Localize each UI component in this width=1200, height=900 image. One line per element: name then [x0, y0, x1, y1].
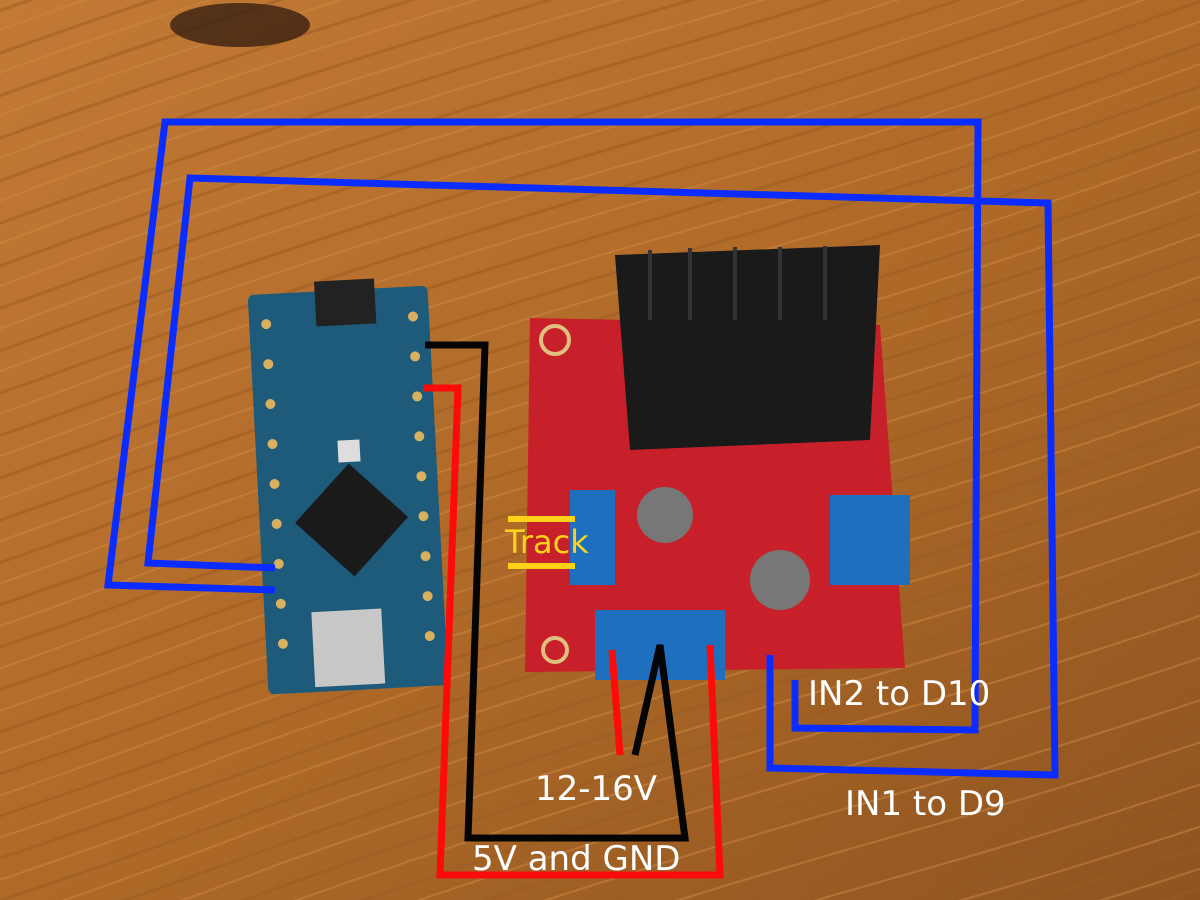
wire-gnd	[425, 341, 689, 842]
l298n-driver-board	[525, 245, 910, 680]
arduino-nano-board	[247, 278, 449, 695]
wire-5v	[423, 384, 724, 879]
track-label: Track	[504, 523, 589, 561]
logic-power-label: 5V and GND	[472, 839, 680, 879]
heatsink	[615, 245, 880, 450]
wire-in2-d10	[104, 118, 982, 734]
power-label: 12-16V	[535, 769, 657, 809]
wood-knot	[170, 3, 310, 47]
in2-label: IN2 to D10	[808, 674, 990, 714]
in1-label: IN1 to D9	[845, 784, 1006, 824]
wire-in1-d9	[144, 174, 1059, 779]
wire-12v	[608, 649, 624, 756]
